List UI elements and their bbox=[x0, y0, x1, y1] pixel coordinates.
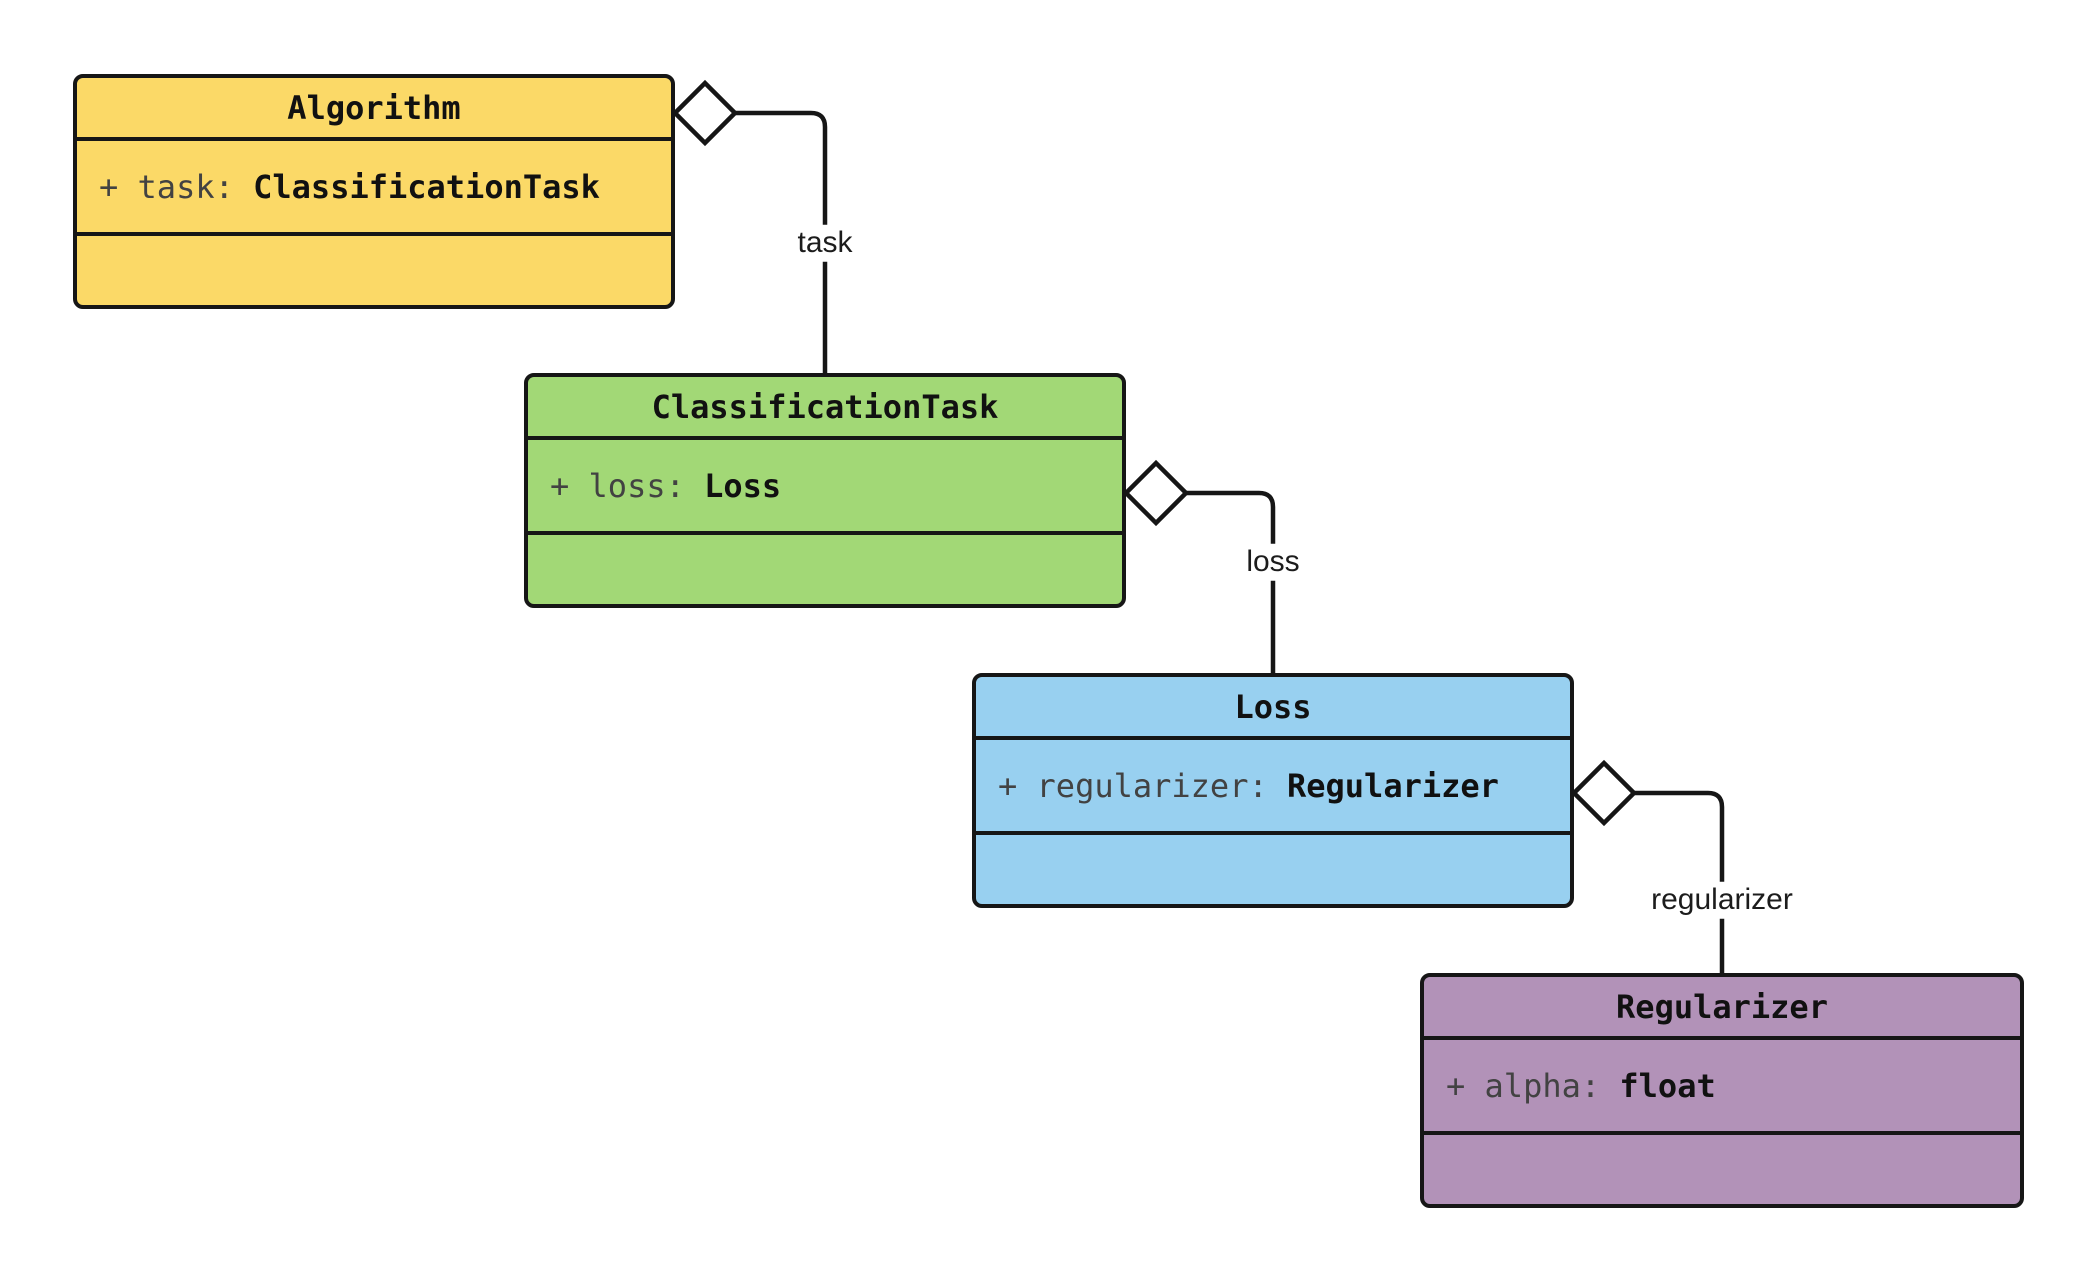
attribute-colon: : bbox=[1580, 1066, 1620, 1105]
attribute-type: ClassificationTask bbox=[253, 167, 600, 206]
edge-label-loss: loss bbox=[1239, 543, 1307, 581]
aggregation-diamond-icon bbox=[1570, 759, 1638, 827]
class-methods-compartment bbox=[976, 835, 1570, 904]
class-title: Loss bbox=[976, 677, 1570, 740]
class-attribute-row: + regularizer: Regularizer bbox=[976, 740, 1570, 835]
attribute-colon: : bbox=[214, 167, 254, 206]
class-box-algorithm: Algorithm + task: ClassificationTask bbox=[73, 74, 675, 309]
attribute-type: Regularizer bbox=[1286, 766, 1499, 805]
attribute-visibility: + bbox=[998, 766, 1037, 805]
attribute-visibility: + bbox=[550, 466, 589, 505]
attribute-colon: : bbox=[665, 466, 705, 505]
attribute-name: regularizer bbox=[1036, 766, 1249, 805]
class-methods-compartment bbox=[77, 236, 671, 305]
class-methods-compartment bbox=[1424, 1135, 2020, 1204]
class-title: ClassificationTask bbox=[528, 377, 1122, 440]
class-box-regularizer: Regularizer + alpha: float bbox=[1420, 973, 2024, 1208]
class-attribute-row: + loss: Loss bbox=[528, 440, 1122, 535]
class-box-loss: Loss + regularizer: Regularizer bbox=[972, 673, 1574, 908]
aggregation-diamond-icon bbox=[1122, 459, 1190, 527]
class-attribute-row: + alpha: float bbox=[1424, 1040, 2020, 1135]
class-title: Algorithm bbox=[77, 78, 671, 141]
class-title: Regularizer bbox=[1424, 977, 2020, 1040]
aggregation-edge-loss bbox=[1186, 490, 1276, 674]
class-attribute-row: + task: ClassificationTask bbox=[77, 141, 671, 236]
aggregation-edge-regularizer bbox=[1634, 790, 1725, 974]
attribute-visibility: + bbox=[1446, 1066, 1485, 1105]
attribute-type: float bbox=[1619, 1066, 1716, 1105]
attribute-name: alpha bbox=[1484, 1066, 1581, 1105]
attribute-name: loss bbox=[588, 466, 666, 505]
attribute-type: Loss bbox=[704, 466, 782, 505]
attribute-colon: : bbox=[1248, 766, 1287, 805]
edge-label-task: task bbox=[790, 224, 860, 262]
attribute-name: task bbox=[137, 167, 215, 206]
aggregation-diamond-icon bbox=[671, 79, 739, 147]
class-box-classification-task: ClassificationTask + loss: Loss bbox=[524, 373, 1126, 608]
edge-label-regularizer: regularizer bbox=[1644, 881, 1800, 919]
class-methods-compartment bbox=[528, 535, 1122, 604]
attribute-visibility: + bbox=[99, 167, 138, 206]
aggregation-edge-task bbox=[735, 110, 828, 374]
